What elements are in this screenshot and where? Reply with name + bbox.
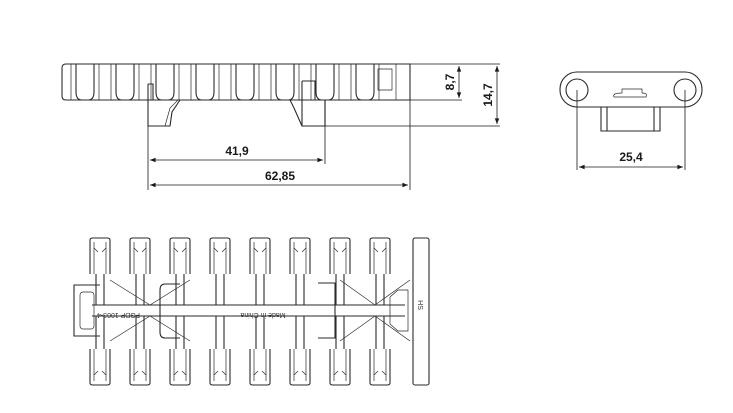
side-body-outline	[61, 63, 411, 101]
link-hook-inner	[253, 349, 267, 381]
end-body	[559, 71, 703, 108]
dimension-overall-length: 62,85	[265, 169, 295, 183]
link-hook	[169, 237, 191, 274]
side-tooth-edge	[310, 64, 340, 100]
link-hook-inner	[133, 349, 147, 381]
link-stem	[375, 274, 385, 349]
side-tooth	[355, 64, 375, 101]
side-dimensions: 41,9 62,85 8,7 14,7	[147, 63, 500, 190]
link-hook-inner	[333, 242, 347, 274]
left-latch	[73, 284, 100, 337]
top-view-links	[89, 237, 391, 386]
center-spine	[92, 304, 405, 317]
link-hook	[129, 237, 151, 274]
link-hook	[289, 349, 311, 386]
link-hook-inner	[293, 242, 307, 274]
link-hook	[249, 349, 271, 386]
side-tooth	[195, 64, 215, 101]
end-window	[389, 289, 409, 332]
link-hook-inner	[373, 242, 387, 274]
right-bracket	[318, 282, 336, 339]
left-foot	[147, 83, 181, 127]
side-tooth-edge	[270, 64, 300, 100]
molded-brand: HS	[416, 300, 423, 310]
cross-ribs	[109, 279, 411, 342]
link-hook	[369, 237, 391, 274]
link-hook-inner	[173, 349, 187, 381]
link-hook-inner	[333, 349, 347, 381]
link-stem	[215, 274, 225, 349]
link-hook	[129, 349, 151, 386]
link-stem	[295, 274, 305, 349]
side-view	[61, 63, 411, 127]
right-foot	[289, 80, 326, 127]
link-hook	[289, 237, 311, 274]
side-tooth	[315, 64, 335, 101]
side-tooth-edge	[110, 64, 140, 100]
left-bracket	[159, 283, 180, 339]
side-tooth-edge	[70, 64, 100, 100]
molded-part-number: FGDP 1003-4	[97, 311, 140, 318]
side-tooth	[275, 64, 295, 101]
link-hook-inner	[293, 349, 307, 381]
link-stem	[335, 274, 345, 349]
link-hook	[169, 349, 191, 386]
link-hook-inner	[213, 242, 227, 274]
molded-origin: Made in China	[240, 311, 285, 318]
link-hook	[89, 237, 111, 274]
side-teeth	[70, 64, 380, 101]
link-stem	[255, 274, 265, 349]
link-stem	[135, 274, 145, 349]
link-hook	[249, 237, 271, 274]
link-hook-inner	[213, 349, 227, 381]
end-foot	[600, 107, 661, 132]
end-bar	[412, 237, 430, 386]
top-view: FGDP 1003-4 Made in China HS	[73, 237, 430, 386]
side-tooth-edge	[230, 64, 260, 100]
link-hook-inner	[373, 349, 387, 381]
link-hook-inner	[253, 242, 267, 274]
link-hook	[329, 349, 351, 386]
end-view: 25,4	[559, 71, 703, 170]
side-tooth-edge	[350, 64, 380, 100]
side-end-detail	[377, 64, 397, 100]
dimension-total-height: 14,7	[481, 83, 495, 107]
left-foot-rib	[164, 99, 179, 127]
latch-slot	[613, 88, 647, 98]
side-tooth	[75, 64, 95, 101]
link-hook-inner	[173, 242, 187, 274]
link-hook-inner	[133, 242, 147, 274]
link-hook	[209, 349, 231, 386]
left-latch-grip	[79, 291, 95, 330]
link-hook-inner	[93, 349, 107, 381]
link-hook-inner	[93, 242, 107, 274]
dimension-body-height: 8,7	[443, 73, 457, 90]
dimension-foot-spacing: 41,9	[225, 144, 249, 158]
side-tooth-edge	[150, 64, 180, 100]
link-hook	[329, 237, 351, 274]
side-tooth	[155, 64, 175, 101]
link-stem	[175, 274, 185, 349]
side-tooth	[235, 64, 255, 101]
dimension-width: 25,4	[619, 150, 643, 164]
side-tooth	[115, 64, 135, 101]
side-tooth-edge	[190, 64, 220, 100]
link-hook	[369, 349, 391, 386]
link-hook	[209, 237, 231, 274]
link-stem	[95, 274, 105, 349]
link-hook	[89, 349, 111, 386]
